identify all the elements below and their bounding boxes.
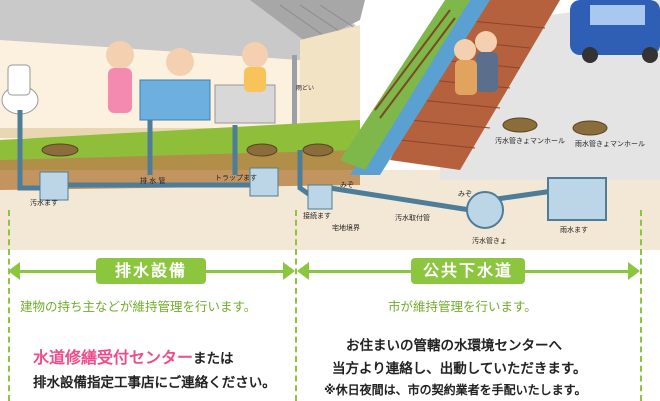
public-sewer-range: 公共下水道 bbox=[297, 258, 640, 284]
drain-pipes bbox=[17, 110, 561, 213]
rain-gutter bbox=[292, 55, 297, 150]
label-takuchikyokai: 宅地境界 bbox=[332, 223, 360, 232]
arrow-left-icon bbox=[8, 262, 20, 280]
sewage-masu bbox=[39, 171, 69, 201]
stormwater-box bbox=[547, 177, 607, 221]
label-haisuikan: 排 水 管 bbox=[140, 176, 165, 185]
drainage-contact-line1: 水道修繕受付センターまたは bbox=[33, 348, 234, 367]
arrow-right-icon bbox=[283, 262, 295, 280]
label-mizo-2: みぞ bbox=[458, 190, 472, 198]
person-girl bbox=[242, 42, 268, 68]
label-usui-manhole: 雨水管きょマンホール bbox=[575, 139, 645, 148]
person-elder-woman bbox=[454, 39, 476, 61]
drainage-contact-line2: 排水設備指定工事店にご連絡ください。 bbox=[33, 375, 276, 391]
label-osuimasu: 汚水ます bbox=[30, 198, 58, 207]
boundary-line-middle bbox=[295, 210, 297, 401]
section-title-drainage: 排水設備 bbox=[96, 258, 206, 284]
label-osui-manhole: 汚水管きょマンホール bbox=[495, 136, 565, 145]
person-mother bbox=[106, 41, 134, 69]
manhole-storm bbox=[572, 120, 608, 136]
public-sewer-line2: 当方より連絡し、出動していただきます。 bbox=[332, 361, 587, 377]
connection-masu bbox=[307, 184, 333, 210]
label-usuimasu: 雨水ます bbox=[560, 225, 588, 234]
sink bbox=[214, 84, 276, 124]
drainage-facility-range: 排水設備 bbox=[8, 258, 295, 284]
boundary-line-left bbox=[8, 210, 10, 401]
public-sewer-note: ※休日夜間は、市の契約業者を手配いたします。 bbox=[324, 383, 587, 397]
fence bbox=[374, 9, 456, 119]
sewer-main bbox=[466, 191, 504, 229]
label-setsuzokumasu: 接続ます bbox=[303, 211, 331, 220]
sewer-illustration: 汚水ます 排 水 管 トラップます 雨どい 接続ます 宅地境界 汚水取付管 汚水… bbox=[0, 0, 660, 250]
label-trapmasu: トラップます bbox=[215, 174, 257, 182]
label-osuitoritsukekan: 汚水取付管 bbox=[395, 213, 430, 222]
bathtub bbox=[139, 79, 211, 121]
public-sewer-subtitle: 市が維持管理を行います。 bbox=[388, 299, 537, 314]
public-sewer-line1: お住まいの管轄の水環境センターへ bbox=[346, 338, 562, 354]
manhole-sewage bbox=[502, 117, 538, 133]
section-title-public-sewer: 公共下水道 bbox=[411, 258, 525, 284]
trap-masu bbox=[249, 167, 279, 197]
person-boy bbox=[166, 48, 194, 76]
arrow-left-icon bbox=[297, 262, 309, 280]
label-osuikanro: 汚水管きょ bbox=[472, 236, 507, 245]
person-elder-man bbox=[475, 31, 497, 53]
repair-center-name: 水道修繕受付センター bbox=[33, 348, 194, 367]
label-mizo-1: みぞ bbox=[340, 181, 354, 189]
label-amadoi: 雨どい bbox=[296, 84, 314, 92]
boundary-line-right bbox=[640, 210, 642, 401]
drainage-subtitle: 建物の持ち主などが維持管理を行います。 bbox=[20, 299, 257, 314]
arrow-right-icon bbox=[628, 262, 640, 280]
